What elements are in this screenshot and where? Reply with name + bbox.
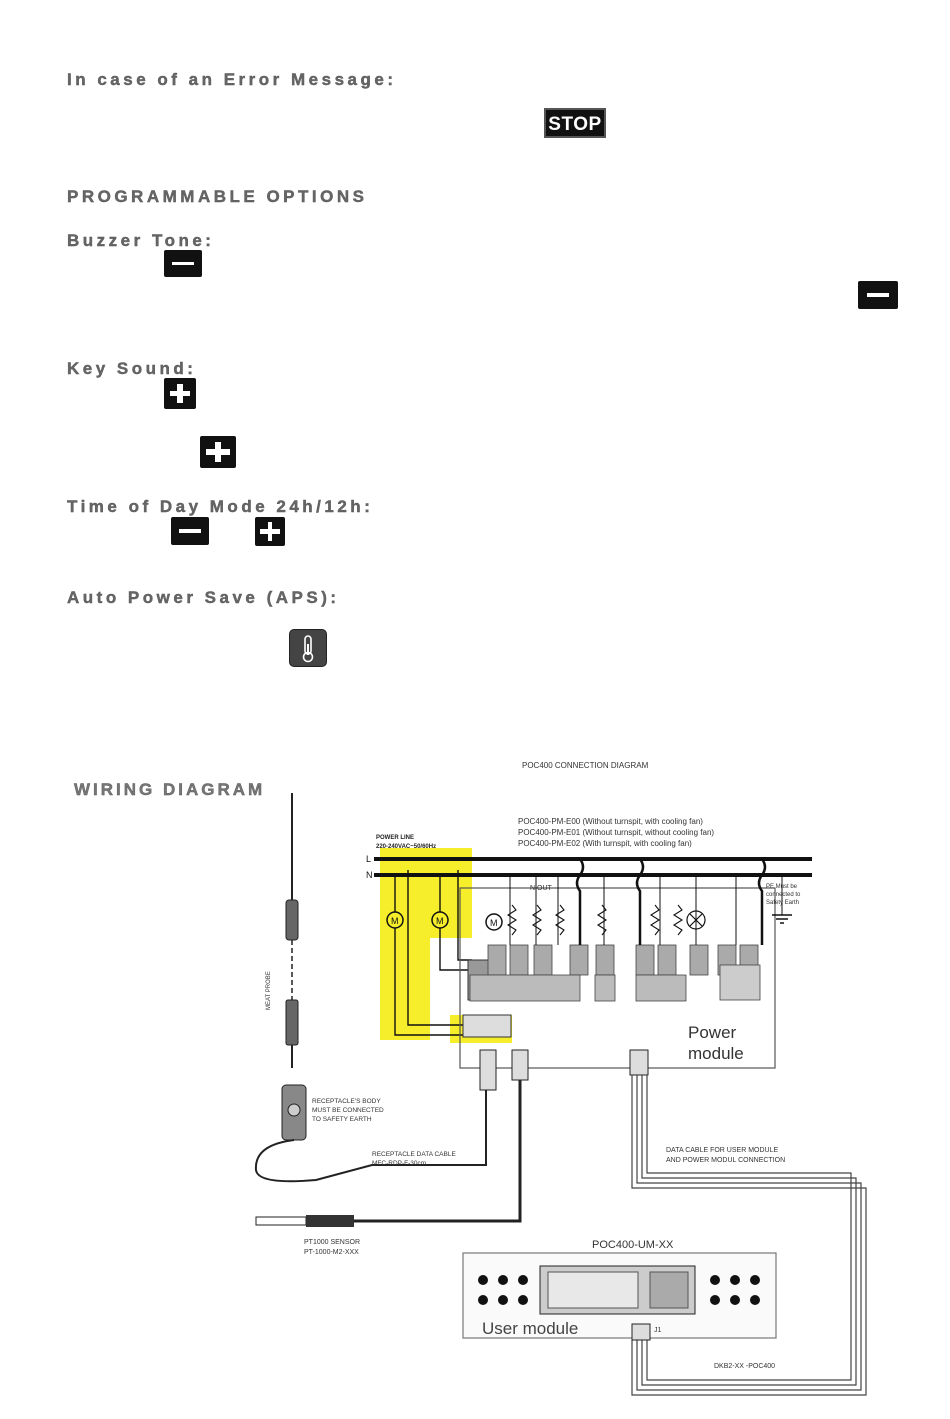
pt1000-sensor <box>255 1080 522 1227</box>
line-l-label: L <box>366 854 371 864</box>
user-module-buttons <box>478 1275 760 1305</box>
heater-elements <box>506 904 684 936</box>
svg-text:M: M <box>391 916 399 926</box>
user-module-label: User module <box>482 1319 578 1338</box>
power-module-label: Power <box>688 1023 737 1042</box>
n-out-label: N OUT <box>530 885 553 892</box>
diagram-title: POC400 CONNECTION DIAGRAM <box>522 761 649 770</box>
earth-note: PE Must be <box>766 884 798 890</box>
plus-icon <box>255 517 285 546</box>
cable-code-label: DKB2-XX -POC400 <box>714 1363 775 1370</box>
model-line: POC400-PM-E01 (Without turnspit, without… <box>518 828 714 837</box>
receptacle-cable-label: MFC-RDP-F-30cm <box>372 1160 426 1167</box>
user-module-code: POC400-UM-XX <box>592 1239 674 1251</box>
data-cable-label: DATA CABLE FOR USER MODULE <box>666 1147 778 1154</box>
error-message-heading: In case of an Error Message: <box>67 70 397 89</box>
connector-j1-label: J1 <box>654 1327 662 1334</box>
model-line: POC400-PM-E00 (Without turnspit, with co… <box>518 817 703 826</box>
buzzer-tone-heading: Buzzer Tone: <box>67 231 215 250</box>
svg-text:M: M <box>490 918 498 928</box>
power-line-label: POWER LINE <box>376 835 414 841</box>
minus-icon <box>171 517 209 545</box>
receptacle <box>281 1084 307 1141</box>
data-cable-label: AND POWER MODUL CONNECTION <box>666 1157 785 1164</box>
meat-probe <box>285 793 299 1068</box>
plus-icon <box>164 378 196 409</box>
power-module-board <box>459 887 776 1069</box>
programmable-options-heading: PROGRAMMABLE OPTIONS <box>67 187 368 206</box>
model-line: POC400-PM-E02 (With turnspit, with cooli… <box>518 839 692 848</box>
connector-block <box>462 1014 512 1038</box>
pt1000-label: PT-1000-M2-XXX <box>304 1249 359 1256</box>
power-spec-label: 220-240VAC~50/60Hz <box>376 844 436 850</box>
pt1000-label: PT1000 SENSOR <box>304 1239 360 1246</box>
stop-button-icon: STOP <box>544 108 606 138</box>
data-cable <box>631 1075 867 1396</box>
receptacle-body-note: RECEPTACLE'S BODY <box>312 1098 381 1105</box>
key-sound-heading: Key Sound: <box>67 359 197 378</box>
time-of-day-heading: Time of Day Mode 24h/12h: <box>67 497 374 516</box>
power-module-label: module <box>688 1044 744 1063</box>
earth-note: Safety Earth <box>766 900 799 906</box>
svg-text:M: M <box>436 916 444 926</box>
receptacle-body-note: MUST BE CONNECTED <box>312 1107 384 1114</box>
thermometer-icon <box>290 630 326 666</box>
earth-note: connected to <box>766 892 801 898</box>
meat-probe-label: MEAT PROBE <box>266 971 272 1010</box>
receptacle-body-note: TO SAFETY EARTH <box>312 1116 372 1123</box>
highlight-area <box>380 848 512 1043</box>
wiring-diagram-heading: WIRING DIAGRAM <box>74 780 266 799</box>
minus-icon <box>858 281 898 309</box>
line-n-label: N <box>366 870 373 880</box>
motor-wiring <box>394 870 472 1036</box>
receptacle-cable-label: RECEPTACLE DATA CABLE <box>372 1151 456 1158</box>
terminal-row <box>469 944 761 1002</box>
minus-icon <box>164 250 202 277</box>
live-wires <box>575 858 767 945</box>
plus-icon <box>200 436 236 468</box>
module-connectors <box>479 1049 649 1091</box>
auto-power-save-heading: Auto Power Save (APS): <box>67 588 340 607</box>
receptacle-cable <box>254 1090 487 1183</box>
